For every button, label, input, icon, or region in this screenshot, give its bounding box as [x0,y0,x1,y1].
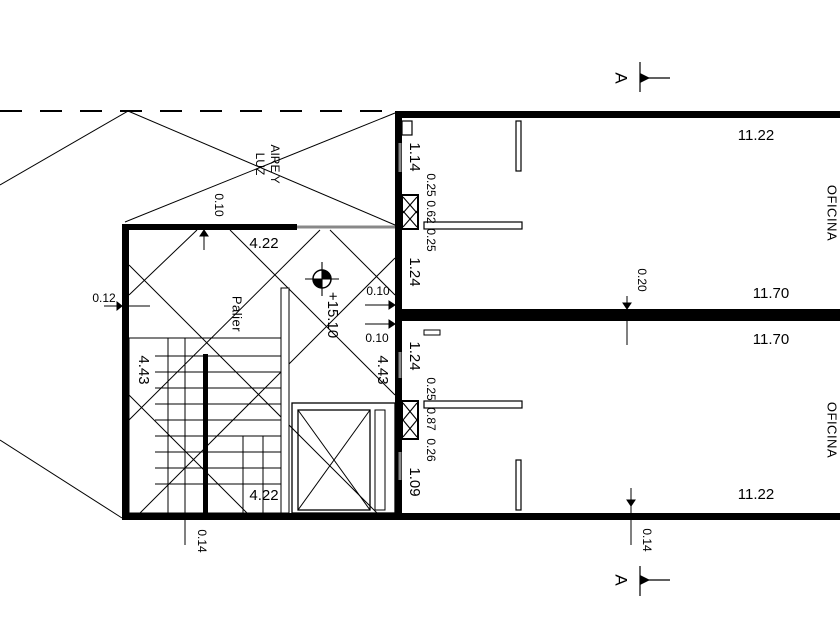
dim-wall-upper-4: 0.25 [424,228,438,252]
walls [122,111,840,520]
section-label-bottom: A [612,574,631,586]
dim-thick-010-mid-b: 0.10 [365,331,389,345]
dim-wall-upper-3: 0.62 [424,200,438,224]
dim-landing-width-top: 4.22 [249,235,278,252]
dim-wall-upper-1: 1.14 [406,142,423,171]
dim-wall-lower-3: 0.87 [424,407,438,431]
light-well-hatch [0,110,396,519]
level-marker [305,262,339,296]
wall-ducts [401,120,419,440]
dim-office-lower-bottom: 11.22 [738,486,774,503]
wall-top [395,111,840,118]
dim-thick-010-top: 0.10 [212,193,226,217]
dim-wall-lower-1: 1.24 [406,341,423,370]
wall-landing-left [122,224,129,520]
dim-office-lower-top: 11.70 [753,331,789,348]
dimension-lines [104,224,636,545]
dim-thick-014-left: 0.14 [195,529,209,553]
dim-landing-depth-left: 4.43 [135,355,152,384]
room-label-landing: Palier [230,296,245,332]
openings [297,143,402,480]
dim-wall-upper-5: 1.24 [406,257,423,286]
dim-thick-020: 0.20 [635,268,649,292]
wall-landing-top [122,224,297,230]
dim-wall-lower-2: 0.25 [424,377,438,401]
dim-wall-lower-4: 0.26 [424,438,438,462]
staircase [128,287,290,514]
dim-wall-lower-5: 1.09 [406,467,423,496]
dim-thick-014-right: 0.14 [640,528,654,552]
dim-landing-width-bottom: 4.22 [249,487,278,504]
room-label-office-lower: OFICINA [825,402,840,458]
section-marker-bottom: A [612,566,670,596]
wall-mid [395,309,840,321]
level-label: +15.10 [324,292,341,338]
light-well-label-line1: AIRE Y [268,144,282,183]
dim-wall-upper-2: 0.25 [424,173,438,197]
section-label-top: A [612,72,631,84]
landing-hatch [128,229,396,514]
light-well-label-line2: LUZ [253,153,267,176]
wall-party [395,111,402,520]
room-label-office-upper: OFICINA [825,185,840,241]
dim-landing-depth-right: 4.43 [374,355,391,384]
elevator-shaft [291,402,396,514]
dim-thick-012: 0.12 [92,291,116,305]
partition-stubs [423,120,523,511]
dim-thick-010-mid-a: 0.10 [366,284,390,298]
wall-bottom [122,513,840,520]
dim-office-upper-bottom: 11.70 [753,285,789,302]
section-marker-top: A [612,62,670,92]
dim-office-upper-top: 11.22 [738,127,774,144]
